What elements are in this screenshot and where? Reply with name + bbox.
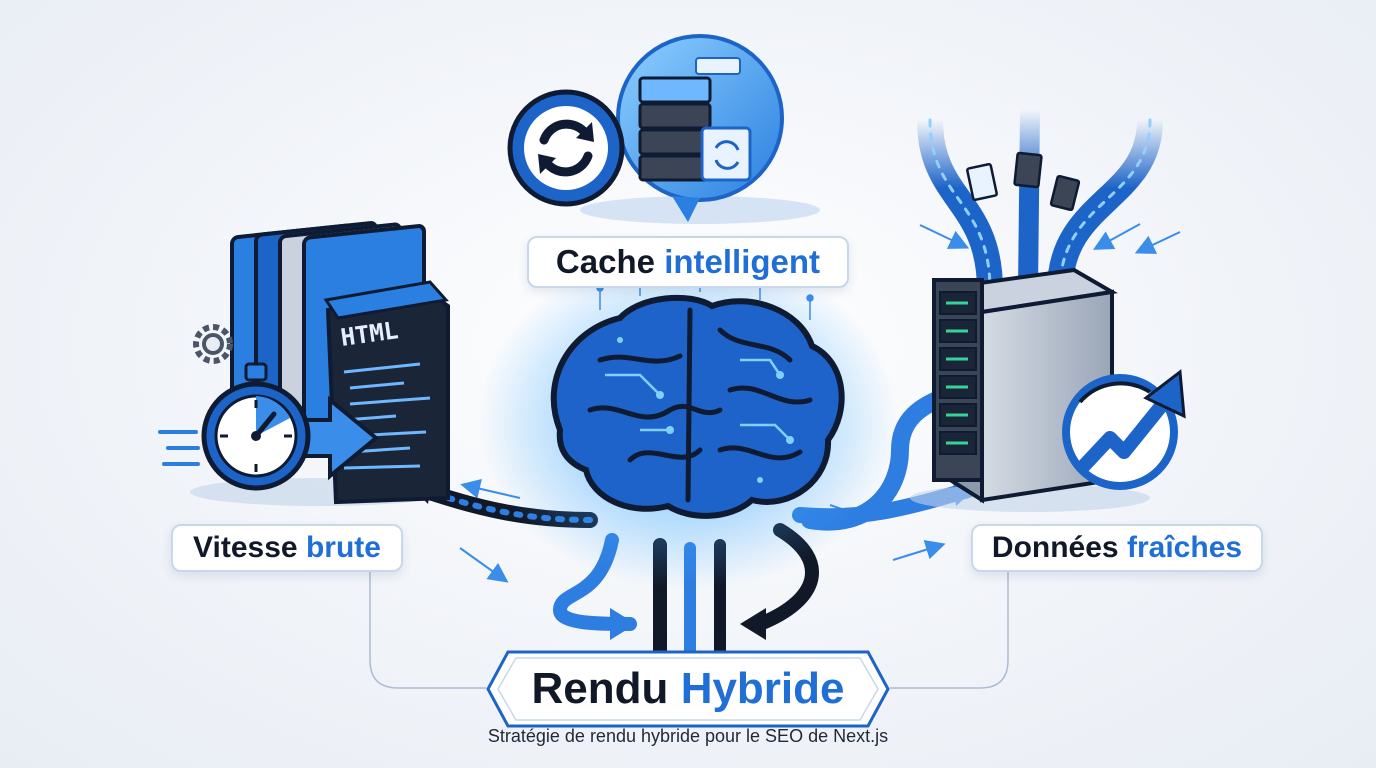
speed-lines: [158, 430, 200, 466]
data-streams: [917, 100, 1163, 303]
gear-icon: [193, 324, 233, 364]
main-title-blue: Hybride: [680, 664, 845, 713]
caption: Stratégie de rendu hybride pour le SEO d…: [487, 726, 889, 746]
fresh-label-blue: fraîches: [1127, 531, 1243, 564]
update-trend-icon: [1062, 369, 1186, 490]
main-label-frame: [486, 650, 890, 728]
cache-icon: [507, 34, 820, 224]
fresh-data-server-icon: [910, 100, 1186, 512]
stopwatch-icon: [201, 362, 311, 491]
speed-label-dark: Vitesse: [193, 531, 298, 564]
document-icons: [966, 151, 1081, 212]
cache-label-dark: Cache: [555, 243, 655, 280]
fresh-label-dark: Données: [991, 531, 1119, 564]
main-title-dark: Rendu: [531, 664, 669, 713]
speed-label-blue: brute: [305, 531, 381, 564]
refresh-icon: [539, 119, 593, 177]
connector-lines: [369, 572, 1009, 689]
brain-icon: [478, 250, 898, 590]
server-stack-icon: [638, 76, 752, 182]
cache-label-blue: intelligent: [664, 243, 821, 280]
static-html-icon: HTML: [158, 221, 450, 506]
